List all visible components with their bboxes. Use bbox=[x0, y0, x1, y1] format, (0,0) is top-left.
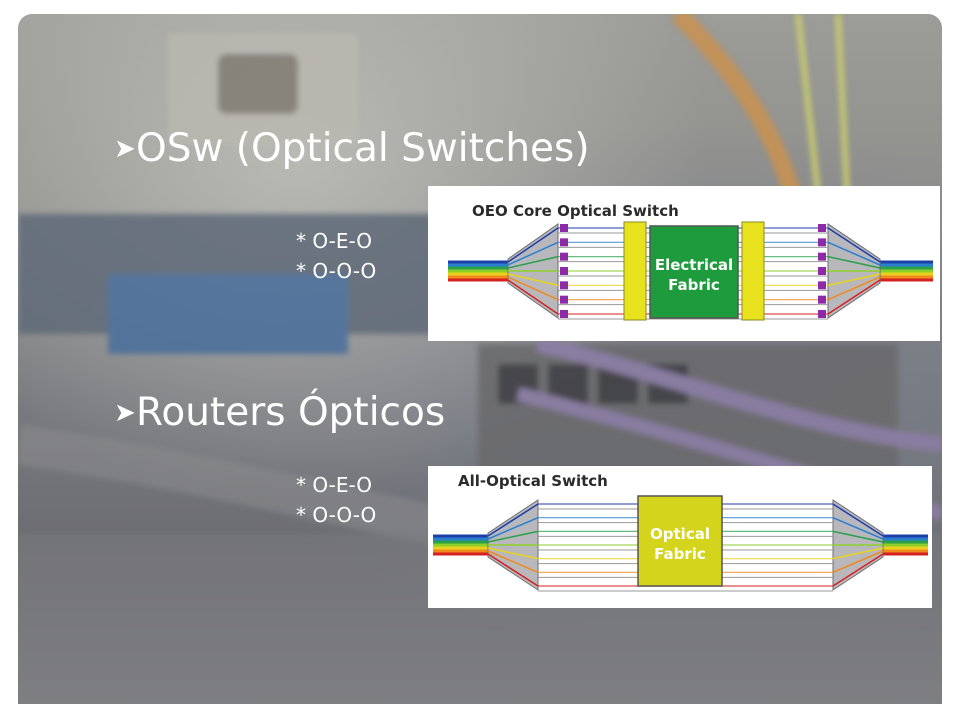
input-port bbox=[560, 295, 568, 304]
routers-subitem-oeo: * O-E-O bbox=[296, 473, 373, 497]
mux-fan-line bbox=[832, 553, 884, 587]
demux-fan-line bbox=[507, 255, 559, 269]
osw-subitem-ooo: * O-O-O bbox=[296, 259, 377, 283]
input-port bbox=[560, 281, 568, 290]
bullet-routers-text: Routers Ópticos bbox=[136, 390, 446, 435]
mux-fan-line bbox=[832, 516, 884, 540]
input-port bbox=[560, 310, 568, 318]
diagram-title: All-Optical Switch bbox=[458, 472, 608, 490]
output-port bbox=[818, 310, 826, 318]
demux-fan-line bbox=[507, 227, 559, 263]
demux-fan-line bbox=[487, 550, 539, 574]
osw-subitem-oeo: * O-E-O bbox=[296, 229, 373, 253]
input-port bbox=[560, 224, 568, 232]
mux-fan-line bbox=[827, 279, 881, 315]
demux-fan-line bbox=[507, 279, 559, 315]
diagram-title: OEO Core Optical Switch bbox=[472, 202, 679, 220]
switch-fabric-box bbox=[649, 225, 739, 319]
routers-subitem-ooo: * O-O-O bbox=[296, 503, 377, 527]
fabric-label-line2: Fabric bbox=[668, 276, 720, 294]
fabric-label-line2: Fabric bbox=[654, 545, 706, 563]
slide-background: ➤OSw (Optical Switches) * O-E-O * O-O-O … bbox=[18, 14, 942, 704]
mux-fan-line bbox=[827, 276, 881, 301]
input-port bbox=[560, 252, 568, 261]
bullet-osw-text: OSw (Optical Switches) bbox=[136, 126, 590, 171]
output-port bbox=[818, 267, 826, 275]
demux-fan-line bbox=[487, 503, 539, 537]
osw-subitems: * O-E-O * O-O-O bbox=[296, 226, 376, 286]
fabric-label-line1: Optical bbox=[650, 525, 710, 543]
mux-fan-line bbox=[832, 530, 884, 543]
routers-subitems: * O-E-O * O-O-O bbox=[296, 470, 376, 530]
mux-fan-line bbox=[827, 273, 881, 287]
demux-fan-line bbox=[507, 276, 559, 301]
output-port bbox=[818, 238, 826, 247]
input-port bbox=[560, 267, 568, 275]
arrow-bullet-icon: ➤ bbox=[114, 398, 136, 428]
demux-fan-line bbox=[487, 530, 539, 543]
demux-fan-line bbox=[487, 553, 539, 587]
mux-fan-line bbox=[827, 255, 881, 269]
switch-fabric-box bbox=[637, 495, 723, 587]
arrow-bullet-icon: ➤ bbox=[114, 134, 136, 164]
mux-fan-line bbox=[827, 227, 881, 263]
mux-fan-line bbox=[832, 550, 884, 574]
mux-fan-line bbox=[832, 503, 884, 537]
output-port bbox=[818, 224, 826, 232]
demux-fan-line bbox=[507, 273, 559, 287]
output-port bbox=[818, 281, 826, 290]
eo-converter-bar bbox=[741, 221, 765, 321]
bullet-routers: ➤Routers Ópticos bbox=[114, 390, 445, 435]
demux-fan-line bbox=[507, 241, 559, 266]
oe-converter-bar bbox=[623, 221, 647, 321]
bullet-osw: ➤OSw (Optical Switches) bbox=[114, 126, 590, 171]
output-port bbox=[818, 295, 826, 304]
demux-fan-line bbox=[487, 516, 539, 540]
mux-fan-line bbox=[827, 241, 881, 266]
input-port bbox=[560, 238, 568, 247]
output-port bbox=[818, 252, 826, 261]
mux-fan-line bbox=[832, 547, 884, 560]
fabric-label-line1: Electrical bbox=[655, 256, 733, 274]
demux-fan-line bbox=[487, 547, 539, 560]
